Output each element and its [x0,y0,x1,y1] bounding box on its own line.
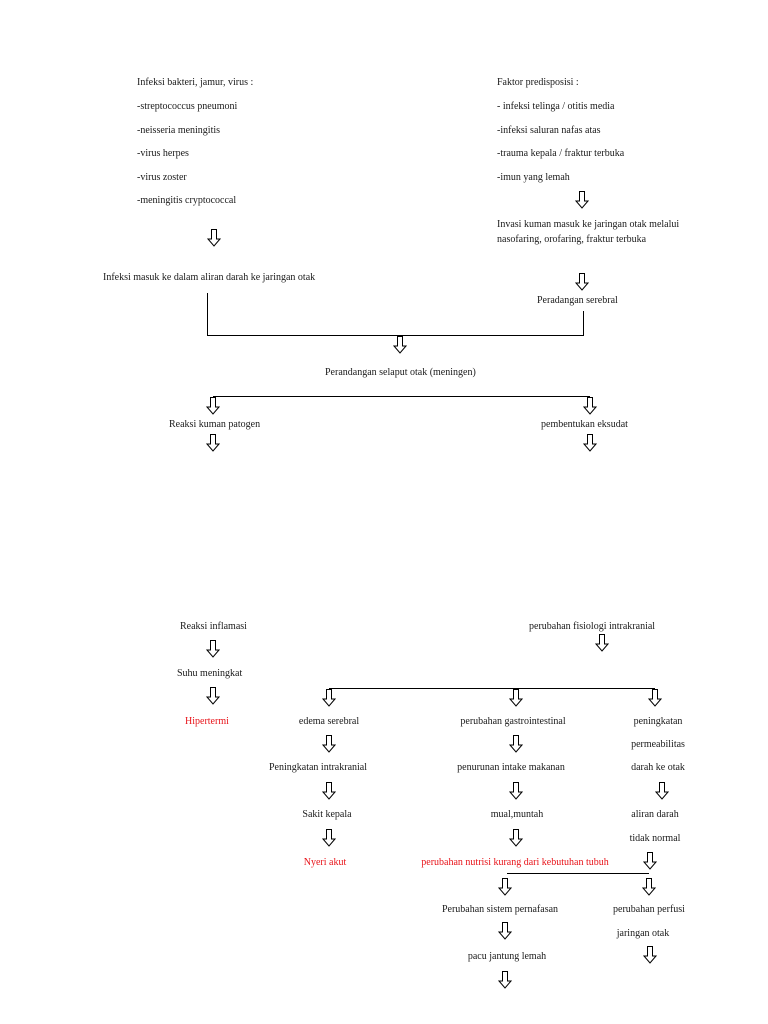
cause-item: -streptococcus pneumoni [137,101,238,112]
meningitis-node: Perandangan selaput otak (meningen) [325,367,476,378]
connector-line [583,311,584,336]
cause-item: -neisseria meningitis [137,125,221,136]
permeability-node: permeabilitas [631,739,685,750]
connector-line [507,873,649,874]
down-arrow-icon [595,634,609,652]
heart-node: pacu jantung lemah [467,951,547,962]
cerebral-inflammation-node: Peradangan serebral [537,295,618,306]
down-arrow-icon [206,434,220,452]
temperature-node: Suhu meningkat [177,668,243,679]
perfusion-node: perubahan perfusi [613,904,685,915]
blood-infection-node: Infeksi masuk ke dalam aliran darah ke j… [103,272,316,283]
acute-pain-diagnosis: Nyeri akut [303,857,347,868]
causes-heading-right: Faktor predisposisi : [497,77,579,88]
down-arrow-icon [643,852,657,870]
cause-item: -virus herpes [137,148,189,159]
down-arrow-icon [207,229,221,247]
inflammation-node: Reaksi inflamasi [180,621,247,632]
down-arrow-icon [655,782,669,800]
down-arrow-icon [393,336,407,354]
down-arrow-icon [642,878,656,896]
down-arrow-icon [575,191,589,209]
factor-item: -imun yang lemah [497,172,570,183]
down-arrow-icon [322,689,336,707]
pathogen-reaction-node: Reaksi kuman patogen [169,419,261,430]
down-arrow-icon [509,689,523,707]
respiration-node: Perubahan sistem pernafasan [441,904,559,915]
intracranial-increase-node: Peningkatan intrakranial [268,762,368,773]
connector-line [213,396,590,397]
down-arrow-icon [322,829,336,847]
connector-line [207,293,208,336]
down-arrow-icon [643,946,657,964]
down-arrow-icon [583,434,597,452]
factor-item: -trauma kepala / fraktur terbuka [497,148,625,159]
down-arrow-icon [206,640,220,658]
nutrition-diagnosis: perubahan nutrisi kurang dari kebutuhan … [421,857,609,868]
blood-flow-node: aliran darah [631,809,679,820]
cause-item: -meningitis cryptococcal [137,195,237,206]
hyperthermia-diagnosis: Hipertermi [185,716,229,727]
permeability-node: darah ke otak [631,762,685,773]
down-arrow-icon [509,782,523,800]
invasion-node: Invasi kuman masuk ke jaringan otak mela… [497,219,680,245]
nausea-node: mual,muntah [490,809,544,820]
exudate-node: pembentukan eksudat [541,419,628,430]
factor-item: -infeksi saluran nafas atas [497,125,601,136]
down-arrow-icon [498,878,512,896]
perfusion-node: jaringan otak [616,928,670,939]
causes-heading-left: Infeksi bakteri, jamur, virus : [137,77,254,88]
down-arrow-icon [648,689,662,707]
down-arrow-icon [575,273,589,291]
down-arrow-icon [322,782,336,800]
headache-node: Sakit kepala [302,809,352,820]
edema-node: edema serebral [298,716,360,727]
gi-change-node: perubahan gastrointestinal [460,716,566,727]
blood-flow-node: tidak normal [629,833,681,844]
down-arrow-icon [583,397,597,415]
down-arrow-icon [206,687,220,705]
intake-decrease-node: penurunan intake makanan [457,762,565,773]
down-arrow-icon [322,735,336,753]
down-arrow-icon [498,922,512,940]
factor-item: - infeksi telinga / otitis media [497,101,615,112]
down-arrow-icon [509,829,523,847]
down-arrow-icon [498,971,512,989]
cause-item: -virus zoster [137,172,187,183]
connector-line [329,688,655,689]
connector-line [207,335,584,336]
down-arrow-icon [206,397,220,415]
intracranial-change-node: perubahan fisiologi intrakranial [529,621,656,632]
permeability-node: peningkatan [633,716,683,727]
down-arrow-icon [509,735,523,753]
